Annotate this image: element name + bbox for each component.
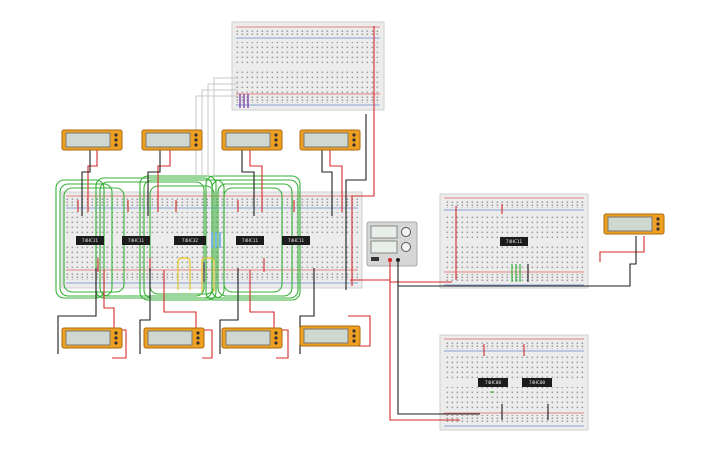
- chip-3[interactable]: 74HC32: [174, 236, 206, 245]
- multimeter-icon: [603, 213, 665, 235]
- meter-top-2[interactable]: [141, 129, 203, 151]
- blue-wires: [211, 232, 221, 248]
- chip-5[interactable]: 74HC11: [282, 236, 310, 245]
- right-board-green-wires: [511, 264, 521, 282]
- multimeter-icon: [143, 327, 205, 349]
- chip-label: 74HC11: [288, 238, 305, 244]
- meter-top-3[interactable]: [221, 129, 283, 151]
- meter-bottom-3[interactable]: [221, 327, 283, 349]
- chip-label: 74HC32: [182, 238, 199, 244]
- chip-label: 74HC11: [82, 238, 99, 244]
- chip-label: 74HC08: [485, 380, 502, 386]
- chip-6[interactable]: 74HC11: [500, 237, 528, 246]
- multimeter-icon: [61, 327, 123, 349]
- breadboard-bottom-right[interactable]: [439, 334, 589, 431]
- meter-bottom-2[interactable]: [143, 327, 205, 349]
- chip-8[interactable]: 74HC08: [522, 378, 552, 387]
- multimeter-icon: [299, 325, 361, 347]
- purple-wires: [239, 94, 249, 108]
- multimeter-icon: [61, 129, 123, 151]
- meter-right[interactable]: [603, 213, 665, 235]
- black-wires: [57, 114, 637, 420]
- chip-label: 74HC11: [128, 238, 145, 244]
- multimeter-icon: [299, 129, 361, 151]
- chip-label: 74HC08: [529, 380, 546, 386]
- multimeter-icon: [141, 129, 203, 151]
- yellow-wires: [177, 257, 215, 292]
- multimeter-icon: [221, 327, 283, 349]
- red-wires: [77, 26, 645, 421]
- meter-top-4[interactable]: [299, 129, 361, 151]
- chip-2[interactable]: 74HC11: [122, 236, 150, 245]
- multimeter-icon: [221, 129, 283, 151]
- chip-1[interactable]: 74HC11: [76, 236, 104, 245]
- chip-4[interactable]: 74HC11: [236, 236, 264, 245]
- power-supply-icon[interactable]: [366, 221, 418, 267]
- chip-label: 74HC11: [242, 238, 259, 244]
- chip-7[interactable]: 74HC08: [478, 378, 508, 387]
- meter-bottom-1[interactable]: [61, 327, 123, 349]
- breadboard-top[interactable]: [231, 21, 385, 111]
- meter-bottom-4[interactable]: [299, 325, 361, 347]
- meter-top-1[interactable]: [61, 129, 123, 151]
- chip-label: 74HC11: [506, 239, 523, 245]
